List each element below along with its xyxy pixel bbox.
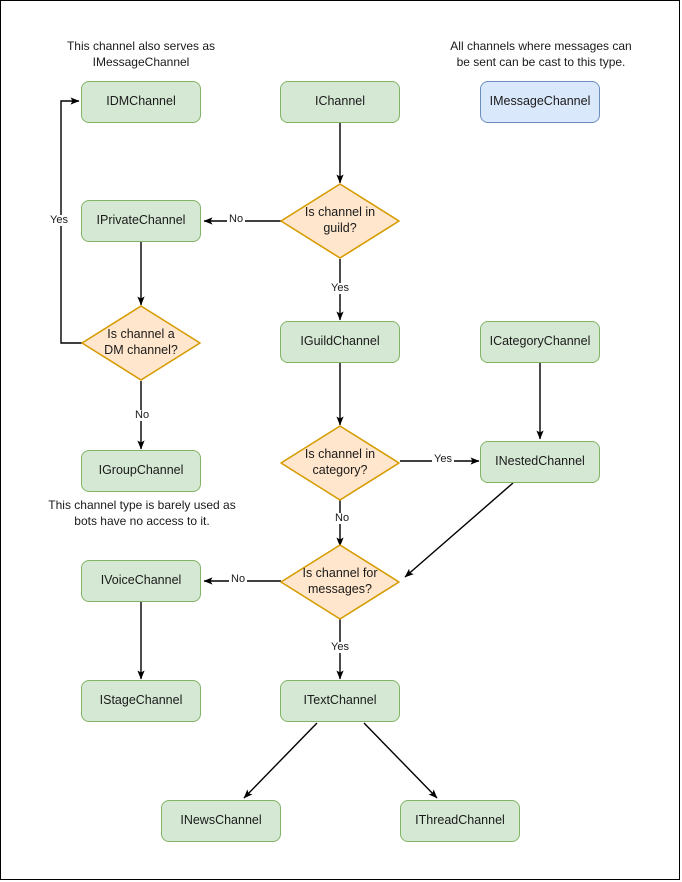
edge-label-category-no: No [333,512,352,524]
decision-dm-label: Is channel a DM channel? [100,327,182,358]
node-idmchannel-label: IDMChannel [106,94,176,109]
decision-dm-line2: DM channel? [104,343,178,357]
decision-messages-label: Is channel for messages? [298,566,381,597]
diamond-shape-icon [81,305,201,381]
diamond-shape-icon [280,183,400,259]
node-iprivatechannel[interactable]: IPrivateChannel [81,200,201,242]
node-inestedchannel[interactable]: INestedChannel [480,441,600,483]
node-ithreadchannel[interactable]: IThreadChannel [400,800,520,842]
node-inestedchannel-label: INestedChannel [495,454,585,469]
decision-is-channel-a-dm-channel[interactable]: Is channel a DM channel? [81,305,201,381]
decision-is-channel-for-messages[interactable]: Is channel for messages? [280,544,400,620]
decision-is-channel-in-category[interactable]: Is channel in category? [280,425,400,501]
node-ithreadchannel-label: IThreadChannel [415,813,505,828]
decision-is-channel-in-guild[interactable]: Is channel in guild? [280,183,400,259]
edge-itextchannel-to-inewschannel [243,722,318,799]
node-iguildchannel-label: IGuildChannel [300,334,380,349]
decision-category-line1: Is channel in [304,447,376,462]
node-ichannel-label: IChannel [314,94,366,109]
node-icategorychannel-label: ICategoryChannel [489,334,591,349]
edge-label-category-yes: Yes [432,453,454,465]
node-icategorychannel[interactable]: ICategoryChannel [480,321,600,363]
note-message-line1: All channels where messages can [450,39,632,53]
node-ivoicechannel-label: IVoiceChannel [100,573,182,588]
edge-label-guild-yes: Yes [329,282,351,294]
diamond-shape-icon [280,425,400,501]
node-idmchannel[interactable]: IDMChannel [81,81,201,123]
node-inewschannel[interactable]: INewsChannel [161,800,281,842]
decision-guild-label: Is channel in guild? [301,205,379,236]
note-message-line2: be sent can be cast to this type. [456,54,626,69]
edge-label-messages-no: No [229,573,248,585]
edge-inestedchannel-to-messages [404,482,514,578]
node-imessagechannel-label: IMessageChannel [489,94,591,109]
node-istagechannel-label: IStageChannel [99,693,183,708]
node-istagechannel[interactable]: IStageChannel [81,680,201,722]
note-dm-line2: IMessageChannel [92,54,190,69]
decision-category-label: Is channel in category? [301,447,379,478]
node-ichannel[interactable]: IChannel [280,81,400,123]
edge-label-guild-no: No [227,213,246,225]
node-ivoicechannel[interactable]: IVoiceChannel [81,560,201,602]
decision-guild-line1: Is channel in [304,205,376,220]
note-message-channel: All channels where messages can be sent … [429,39,653,70]
note-group-line1: This channel type is barely used as [48,498,236,512]
edge-label-messages-yes: Yes [329,641,351,653]
edge-label-dm-yes: Yes [48,214,70,226]
note-group-line2: bots have no access to it. [74,513,210,528]
decision-messages-line1: Is channel for [302,566,378,581]
diamond-shape-icon [280,544,400,620]
node-imessagechannel[interactable]: IMessageChannel [480,81,600,123]
node-itextchannel-label: ITextChannel [303,693,377,708]
decision-guild-line2: guild? [323,221,357,235]
note-dm-channel: This channel also serves as IMessageChan… [41,39,241,70]
node-iprivatechannel-label: IPrivateChannel [96,213,186,228]
node-inewschannel-label: INewsChannel [180,813,262,828]
decision-messages-line2: messages? [308,582,372,596]
edge-itextchannel-to-ithreadchannel [363,722,438,799]
note-dm-line1: This channel also serves as [66,39,216,53]
edge-label-dm-no: No [133,409,152,421]
note-group-channel: This channel type is barely used as bots… [29,498,255,529]
node-itextchannel[interactable]: ITextChannel [280,680,400,722]
node-igroupchannel-label: IGroupChannel [98,463,184,478]
decision-category-line2: category? [312,463,368,477]
decision-dm-line1: Is channel a [107,327,175,342]
node-igroupchannel[interactable]: IGroupChannel [81,450,201,492]
node-iguildchannel[interactable]: IGuildChannel [280,321,400,363]
